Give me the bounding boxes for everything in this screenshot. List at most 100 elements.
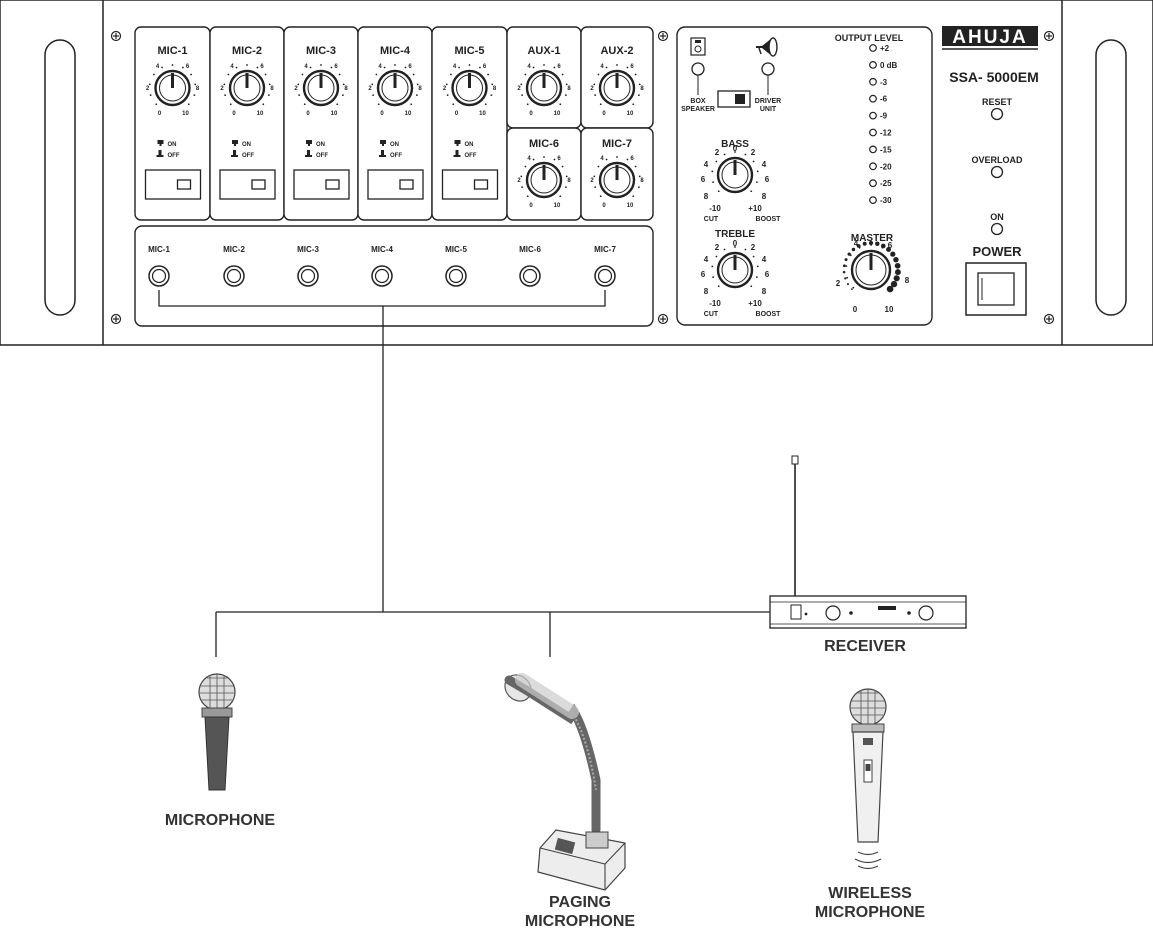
input-label: MIC-1 (148, 245, 170, 254)
mic-3-on-off-switch[interactable] (293, 169, 350, 200)
knob-scale-8: 8 (640, 86, 644, 92)
screw-icon (1043, 313, 1055, 325)
screw-icon (1043, 30, 1055, 42)
tone-cut-label: CUT (704, 216, 719, 223)
channel-label: MIC-2 (232, 45, 262, 57)
channel-label: MIC-1 (158, 45, 188, 57)
output-level-label: -20 (880, 162, 892, 171)
knob-scale-6: 6 (260, 64, 264, 70)
screw-icon (657, 313, 669, 325)
knob-scale-8: 8 (567, 86, 571, 92)
wireless-receiver (769, 455, 967, 629)
knob-scale-8: 8 (640, 178, 644, 184)
knob-scale-2: 2 (220, 86, 224, 92)
mic-input-jack-4[interactable]: MIC-4 (371, 245, 393, 287)
mic-5-on-off-switch[interactable] (441, 169, 499, 200)
knob-scale-0: 0 (232, 111, 236, 117)
reset-button[interactable] (990, 107, 1004, 121)
mic-input-jack-1[interactable]: MIC-1 (148, 245, 170, 287)
treble-knob[interactable] (711, 246, 759, 289)
knob-scale-4: 4 (304, 64, 308, 70)
driver-unit-label-2: UNIT (760, 106, 777, 113)
knob-scale-6: 6 (557, 156, 561, 162)
power-on-led (990, 222, 1004, 236)
mic-input-jack-6[interactable]: MIC-6 (519, 245, 541, 287)
knob-scale-2: 2 (590, 86, 594, 92)
mic-input-jack-3[interactable]: MIC-3 (297, 245, 319, 287)
driver-unit-led (761, 62, 775, 76)
right-rack-handle[interactable] (1095, 39, 1127, 316)
mic-4-on-off-switch[interactable] (367, 169, 424, 200)
tone-scale-0: 0 (733, 239, 738, 248)
knob-scale-8: 8 (196, 86, 200, 92)
tone-boost-label: BOOST (756, 216, 782, 223)
channel-label: MIC-3 (306, 45, 336, 57)
input-label: MIC-4 (371, 245, 393, 254)
left-rack-handle[interactable] (44, 39, 76, 316)
master-scale-10: 10 (885, 305, 894, 314)
knob-scale-6: 6 (557, 64, 561, 70)
master-volume-knob[interactable] (845, 244, 897, 291)
knob-scale-8: 8 (344, 86, 348, 92)
switch-off-label: OFF (316, 153, 328, 159)
microphone-icon (198, 673, 236, 791)
knob-scale-4: 4 (378, 64, 382, 70)
output-level-label: -6 (880, 95, 888, 104)
knob-scale-0: 0 (529, 203, 533, 209)
aux-label: AUX-2 (600, 45, 633, 57)
knob-scale-10: 10 (182, 111, 189, 117)
speaker-select-switch[interactable] (717, 90, 751, 108)
output-level-led-1: +2 (869, 44, 890, 53)
input-label: MIC-6 (519, 245, 541, 254)
mic-input-jack-7[interactable]: MIC-7 (594, 245, 616, 287)
knob-scale-0: 0 (380, 111, 384, 117)
receiver-volume-knob-2[interactable] (918, 605, 934, 621)
input-label: MIC-7 (594, 245, 616, 254)
mic-input-jack-5[interactable]: MIC-5 (445, 245, 467, 287)
tone-scale-0: 0 (733, 144, 738, 153)
channel-label: MIC-7 (602, 138, 632, 150)
master-scale-6: 6 (888, 241, 893, 250)
mic-1-on-off-switch[interactable] (144, 169, 202, 200)
knob-scale-4: 4 (230, 64, 234, 70)
mic-2-on-off-switch[interactable] (219, 169, 276, 200)
horn-icon (756, 37, 778, 57)
knob-scale-4: 4 (600, 64, 604, 70)
tone-scale-l4: 4 (704, 160, 709, 169)
tone-scale-l6: 6 (701, 175, 706, 184)
knob-scale-0: 0 (455, 111, 459, 117)
receiver-volume-knob[interactable] (825, 605, 841, 621)
knob-scale-6: 6 (408, 64, 412, 70)
bass-knob[interactable] (711, 151, 759, 194)
knob-scale-2: 2 (146, 86, 150, 92)
master-scale-0: 0 (853, 305, 858, 314)
output-level-label: -9 (880, 112, 888, 121)
treble-title: TREBLE (715, 229, 755, 240)
knob-scale-4: 4 (156, 64, 160, 70)
master-scale-4: 4 (854, 239, 859, 248)
driver-unit-label: DRIVER (755, 98, 781, 105)
knob-scale-4: 4 (600, 156, 604, 162)
receiver-power-switch[interactable] (790, 604, 802, 620)
screw-icon (657, 30, 669, 42)
tone-scale-r2: 2 (751, 148, 756, 157)
tone-scale-max: +10 (748, 204, 762, 213)
output-level-led-4: -6 (869, 95, 888, 104)
knob-scale-10: 10 (627, 203, 634, 209)
knob-scale-4: 4 (527, 156, 531, 162)
mic-input-jack-2[interactable]: MIC-2 (223, 245, 245, 287)
power-switch[interactable] (965, 262, 1027, 316)
switch-on-label: ON (316, 142, 325, 148)
